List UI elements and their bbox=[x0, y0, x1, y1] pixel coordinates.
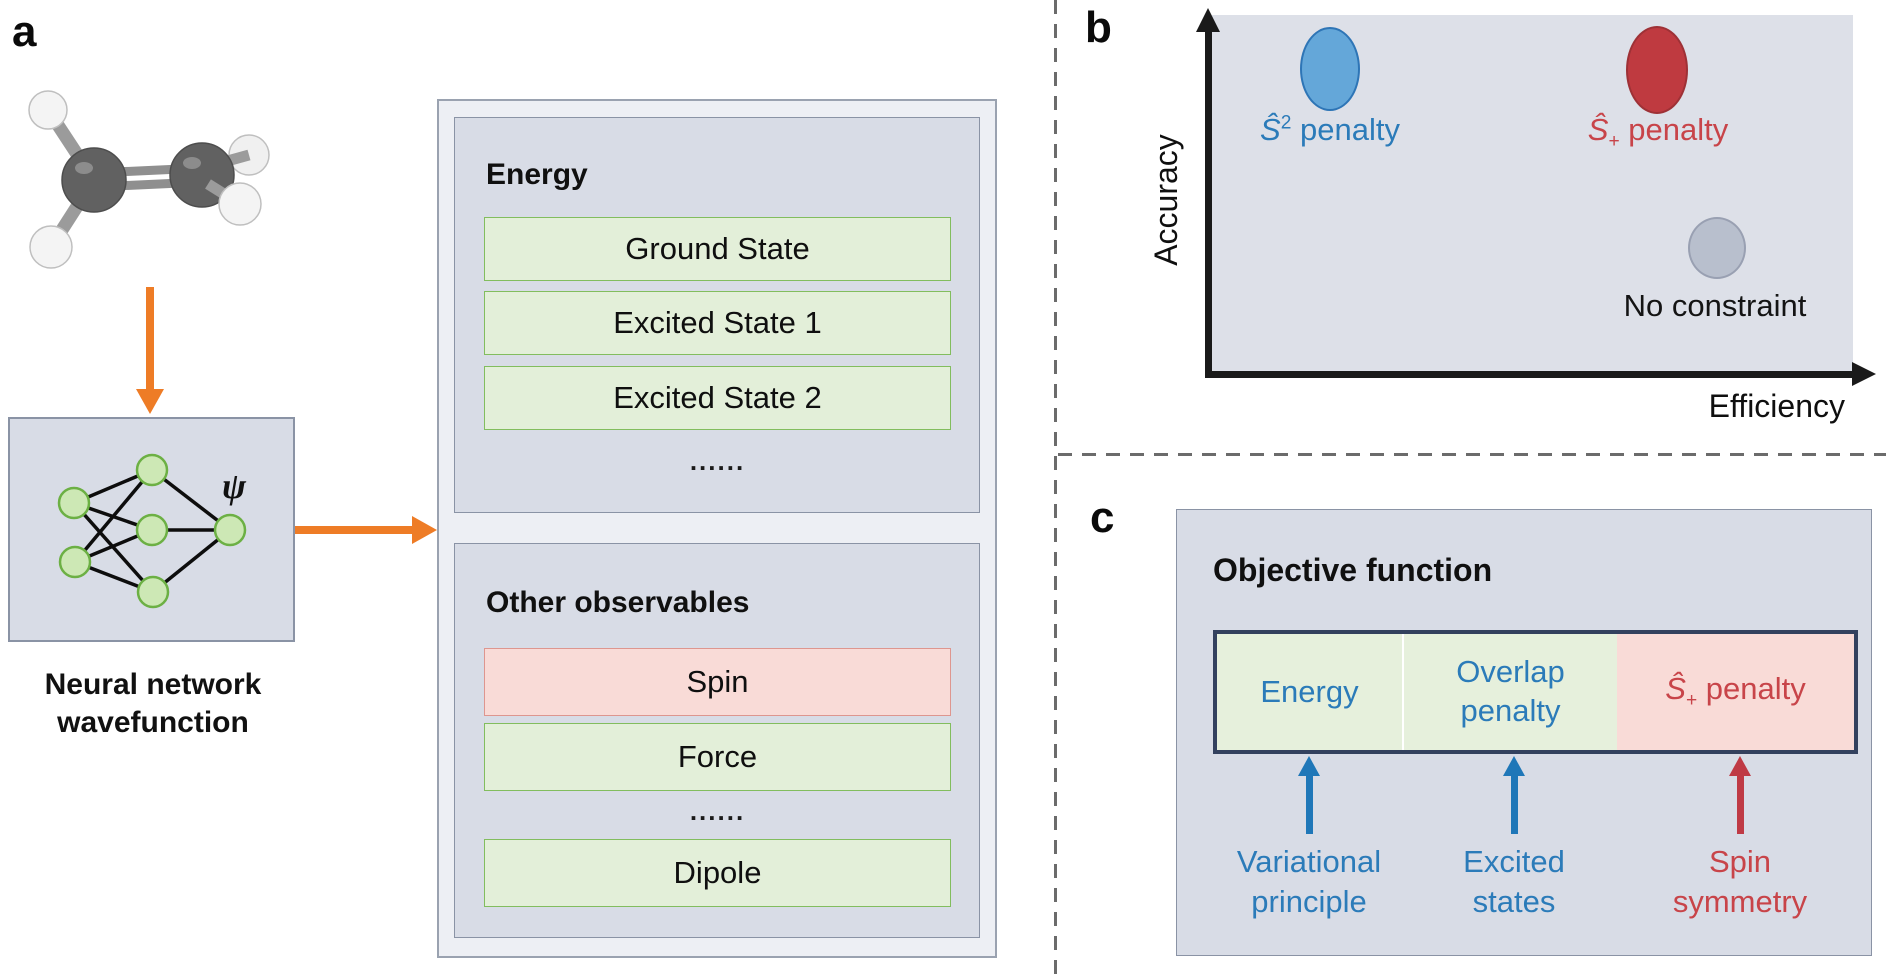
horizontal-dashed-divider bbox=[1058, 453, 1886, 456]
s-hat-symbol: Ŝ bbox=[1587, 112, 1609, 147]
segment-label: Ŝ+ penalty bbox=[1665, 670, 1805, 713]
x-axis-label: Efficiency bbox=[1708, 388, 1845, 424]
other-observables-title: Other observables bbox=[486, 586, 750, 619]
nn-caption-line1: Neural network bbox=[44, 668, 262, 701]
energy-section-title: Energy bbox=[486, 158, 588, 191]
s-hat-symbol: Ŝ bbox=[1665, 671, 1686, 707]
arrow-down-icon bbox=[146, 287, 154, 389]
nn-caption-line2: wavefunction bbox=[57, 706, 249, 739]
state-row-excited2: Excited State 2 bbox=[484, 366, 951, 430]
arrow-up-variational-icon bbox=[1298, 756, 1320, 776]
annotation-spin-symmetry: Spin symmetry bbox=[1630, 842, 1850, 923]
data-point-no-constraint bbox=[1688, 217, 1746, 279]
label-rest: penalty bbox=[1291, 112, 1400, 147]
row-label: Excited State 2 bbox=[613, 380, 822, 415]
segment-splus-penalty: Ŝ+ penalty bbox=[1617, 634, 1854, 750]
neural-network-diagram bbox=[57, 453, 247, 609]
no-constraint-label: No constraint bbox=[1623, 288, 1807, 323]
objective-function-box: Objective function Energy Overlap penalt… bbox=[1176, 509, 1872, 956]
objective-equation-bar: Energy Overlap penalty Ŝ+ penalty bbox=[1213, 630, 1858, 754]
data-point-s2-penalty bbox=[1300, 27, 1360, 111]
y-axis-label: Accuracy bbox=[1148, 134, 1184, 266]
hydrogen-atom bbox=[28, 90, 68, 130]
state-row-ground: Ground State bbox=[484, 217, 951, 281]
segment-label-line1: Overlap bbox=[1456, 654, 1565, 690]
objective-function-title: Objective function bbox=[1213, 552, 1493, 588]
panel-c-label: c bbox=[1090, 493, 1115, 542]
y-axis bbox=[1205, 28, 1212, 378]
segment-energy: Energy bbox=[1217, 634, 1404, 750]
subscript-plus: + bbox=[1685, 690, 1698, 712]
carbon-atom bbox=[61, 147, 127, 213]
observable-row-spin: Spin bbox=[484, 648, 951, 716]
x-axis bbox=[1205, 371, 1855, 378]
label-rest: penalty bbox=[1619, 112, 1729, 147]
row-label: Spin bbox=[686, 664, 749, 699]
arrow-up-excited-shaft bbox=[1511, 774, 1518, 834]
x-axis-arrowhead-icon bbox=[1852, 362, 1876, 386]
y-axis-arrowhead-icon bbox=[1196, 8, 1220, 32]
highlight bbox=[183, 157, 201, 169]
energy-section: Energy Ground State Excited State 1 Exci… bbox=[454, 117, 980, 513]
arrow-up-spin-icon bbox=[1729, 756, 1751, 776]
annotation-line2: principle bbox=[1251, 884, 1367, 920]
annotation-excited-states: Excited states bbox=[1404, 842, 1624, 923]
ellipsis-dots: ...... bbox=[689, 446, 746, 476]
panel-a-label: a bbox=[12, 7, 37, 56]
vertical-dashed-divider bbox=[1054, 0, 1057, 974]
segment-label-line2: penalty bbox=[1460, 693, 1561, 728]
other-observables-section: Other observables Spin Force ...... Dipo… bbox=[454, 543, 980, 938]
arrow-up-variational-shaft bbox=[1306, 774, 1313, 834]
row-label: Excited State 1 bbox=[613, 305, 822, 340]
arrow-right-icon bbox=[295, 526, 413, 534]
superscript-2: 2 bbox=[1280, 112, 1292, 134]
ethylene-molecule bbox=[28, 90, 270, 269]
arrow-down-head-icon bbox=[136, 389, 164, 414]
hydrogen-atom bbox=[29, 225, 73, 269]
annotation-line1: Excited bbox=[1463, 844, 1565, 879]
annotation-variational-principle: Variational principle bbox=[1199, 842, 1419, 923]
subscript-plus: + bbox=[1608, 131, 1620, 153]
segment-overlap-penalty: Overlap penalty bbox=[1404, 634, 1617, 750]
annotation-line2: states bbox=[1472, 884, 1556, 920]
s2-penalty-label: Ŝ2 penalty bbox=[1230, 112, 1430, 148]
data-point-splus-penalty bbox=[1626, 26, 1688, 114]
arrow-right-head-icon bbox=[412, 516, 437, 544]
arrow-up-excited-icon bbox=[1503, 756, 1525, 776]
label-rest: penalty bbox=[1697, 671, 1806, 707]
panel-b-label: b bbox=[1085, 3, 1112, 52]
highlight bbox=[75, 162, 93, 174]
splus-penalty-label: Ŝ+ penalty bbox=[1558, 112, 1758, 153]
segment-label: Energy bbox=[1260, 673, 1359, 709]
nn-nodes bbox=[57, 453, 247, 609]
row-label: Ground State bbox=[625, 231, 810, 266]
ellipsis-dots: ...... bbox=[689, 796, 746, 826]
arrow-up-spin-shaft bbox=[1737, 774, 1744, 834]
annotation-line1: Spin bbox=[1708, 844, 1772, 879]
observable-row-dipole: Dipole bbox=[484, 839, 951, 907]
s-hat-symbol: Ŝ bbox=[1260, 112, 1281, 147]
row-label: Dipole bbox=[673, 855, 762, 890]
annotation-line1: Variational bbox=[1236, 844, 1382, 879]
psi-symbol: ψ bbox=[222, 466, 247, 506]
observable-row-force: Force bbox=[484, 723, 951, 791]
state-row-excited1: Excited State 1 bbox=[484, 291, 951, 355]
nn-caption: Neural network wavefunction bbox=[5, 666, 301, 742]
row-label: Force bbox=[677, 739, 758, 774]
hydrogen-atom bbox=[218, 182, 262, 226]
neural-network-box: ψ bbox=[8, 417, 295, 642]
annotation-line2: symmetry bbox=[1672, 884, 1808, 920]
